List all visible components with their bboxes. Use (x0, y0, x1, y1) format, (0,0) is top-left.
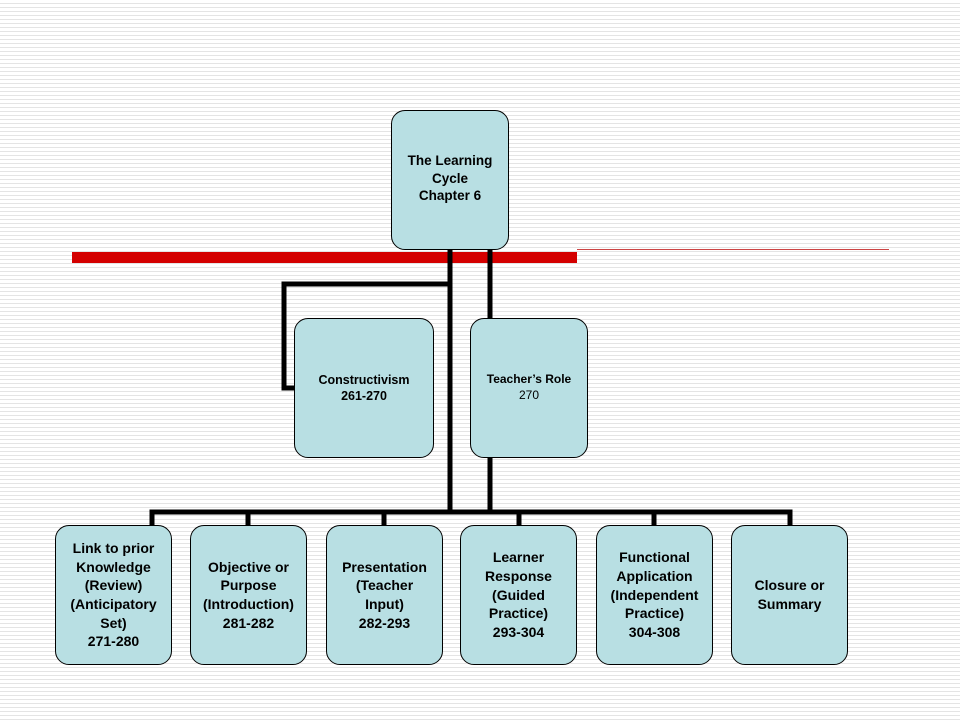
node-pages: 271-280 (87, 633, 140, 650)
node-label: Objective or Purpose (Introduction) (203, 558, 294, 612)
node-pages: 261-270 (341, 389, 387, 403)
node-closure-or-summary: Closure or Summary (731, 525, 848, 665)
node-link-to-prior-knowledge: Link to prior Knowledge (Review) (Antici… (55, 525, 172, 665)
node-label: Teacher’s Role (486, 372, 572, 387)
node-constructivism: Constructivism 261-270 (294, 318, 434, 458)
node-objective-or-purpose: Objective or Purpose (Introduction) 281-… (190, 525, 307, 665)
node-functional-application: Functional Application (Independent Prac… (596, 525, 713, 665)
node-pages: 304-308 (628, 623, 681, 640)
node-label: Learner Response (Guided Practice) (485, 549, 552, 622)
node-label: Closure or Summary (754, 577, 825, 612)
node-label: Functional Application (Independent Prac… (610, 549, 699, 622)
node-pages: 282-293 (358, 614, 411, 631)
node-pages: 270 (518, 388, 539, 402)
root-node: The Learning Cycle Chapter 6 (391, 110, 509, 250)
accent-bar (72, 252, 577, 263)
node-teachers-role: Teacher’s Role 270 (470, 318, 588, 458)
node-presentation: Presentation (Teacher Input) 282-293 (326, 525, 443, 665)
accent-rule (577, 249, 889, 250)
connector-constructivism (281, 281, 453, 391)
root-label: The Learning Cycle Chapter 6 (407, 153, 493, 204)
node-pages: 281-282 (222, 614, 275, 631)
node-label: Link to prior Knowledge (Review) (Antici… (70, 540, 157, 631)
node-learner-response: Learner Response (Guided Practice) 293-3… (460, 525, 577, 665)
node-label: Presentation (Teacher Input) (342, 558, 427, 612)
node-label: Constructivism (318, 372, 410, 387)
node-pages: 293-304 (492, 623, 545, 640)
